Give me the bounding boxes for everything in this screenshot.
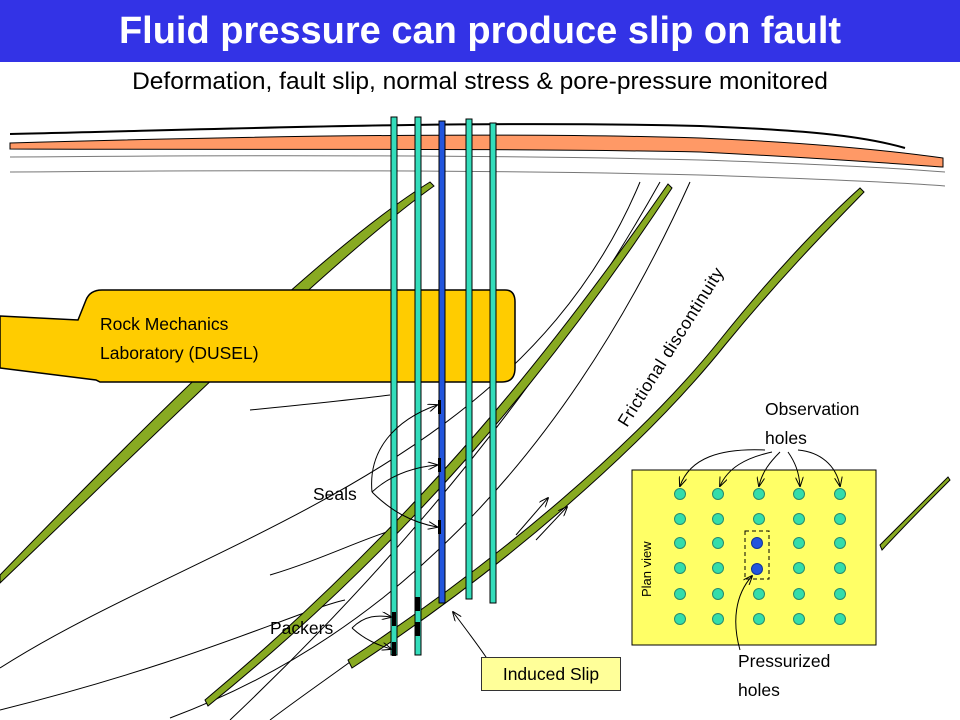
boreholes — [390, 116, 497, 656]
borehole-4 — [465, 118, 473, 600]
seals-label: Seals — [313, 484, 357, 504]
fault-frictional — [347, 187, 865, 669]
plan-view-label: Plan view — [639, 541, 654, 597]
borehole-2 — [414, 116, 422, 656]
slip-direction-arrows — [515, 498, 567, 541]
borehole-1 — [390, 116, 398, 656]
packers-arrows — [351, 616, 391, 649]
observation-label-line2: holes — [765, 428, 807, 448]
lab-label-line2: Laboratory (DUSEL) — [100, 343, 259, 363]
bedding-lines — [0, 181, 691, 720]
pressurized-label-line1: Pressurized — [738, 651, 830, 671]
pressurized-label-line2: holes — [738, 680, 780, 700]
observation-arrows — [680, 449, 840, 486]
pressurized-holes-box — [744, 530, 770, 580]
seals — [438, 400, 441, 534]
fault-right — [879, 476, 951, 551]
slide-title: Fluid pressure can produce slip on fault — [0, 0, 960, 62]
observation-label-line1: Observation — [765, 399, 859, 419]
borehole-pressurized — [438, 120, 446, 604]
pressurized-holes — [751, 537, 763, 575]
slide-subtitle: Deformation, fault slip, normal stress &… — [132, 68, 828, 95]
borehole-5 — [489, 122, 497, 604]
induced-slip-arrow — [453, 612, 489, 661]
laboratory-tunnel — [0, 289, 516, 383]
observation-holes — [674, 488, 846, 625]
packers-label: Packers — [270, 618, 333, 638]
induced-slip-label: Induced Slip — [481, 657, 621, 691]
packers — [392, 597, 420, 656]
fault-left — [0, 181, 435, 584]
lab-label-line1: Rock Mechanics — [100, 314, 229, 334]
surface-strata — [9, 123, 946, 187]
surface-layer — [9, 134, 944, 168]
pressurized-arrow — [735, 576, 752, 651]
plan-view-panel: Plan view — [631, 469, 877, 646]
seals-arrows — [371, 405, 437, 527]
